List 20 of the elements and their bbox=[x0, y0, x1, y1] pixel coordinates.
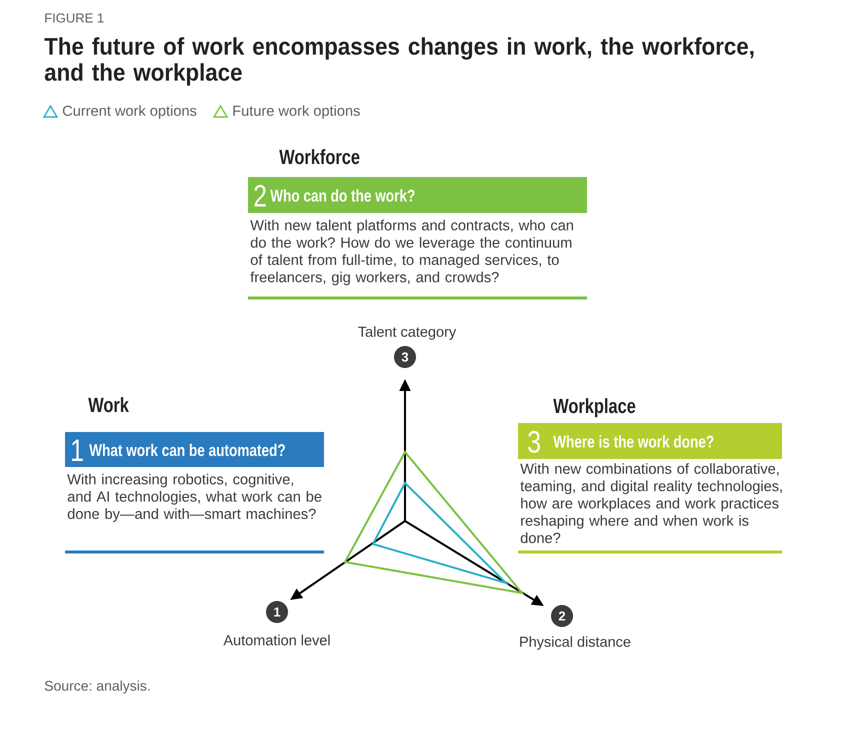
legend-label: Current work options bbox=[62, 105, 196, 119]
axis-label: Talent category bbox=[358, 326, 456, 340]
header-bar: 2 Who can do the work? bbox=[248, 177, 587, 213]
axis-label: Physical distance bbox=[520, 636, 630, 650]
number-badge: 3 bbox=[394, 346, 416, 368]
panel-heading: Workforce bbox=[279, 149, 360, 164]
number-badge: 2 bbox=[551, 605, 573, 627]
panel-heading: Workplace bbox=[553, 398, 636, 418]
panel-heading: Work bbox=[88, 397, 129, 412]
body-text: With new combinations of collaborative, teaming, and digital reality technologies, how are workplaces and work practices reshaping where and when work is done? bbox=[520, 463, 782, 544]
body-text: With new talent platforms and contracts, who can do the work? How do we leverage the continuum of talent from full-time, to managed services, to freelancers, gig workers, and crowds? bbox=[250, 220, 573, 286]
body-text: With increasing robotics, cognitive, and AI technologies, what work can be done by—and with—smart machines? bbox=[67, 474, 322, 522]
figure-number: FIGURE 1 bbox=[45, 13, 104, 23]
header-bar: 1 What work can be automated? bbox=[65, 432, 324, 467]
number-badge: 1 bbox=[266, 601, 288, 623]
header-bar: 3 Where is the work done? bbox=[518, 423, 782, 459]
source-note: Source: analysis. bbox=[44, 680, 150, 694]
axis-label: Automation level bbox=[223, 634, 330, 646]
legend-label: Future work options bbox=[233, 105, 360, 119]
title: The future of work encompasses changes in work, the workforce, and the workplace bbox=[44, 37, 754, 86]
